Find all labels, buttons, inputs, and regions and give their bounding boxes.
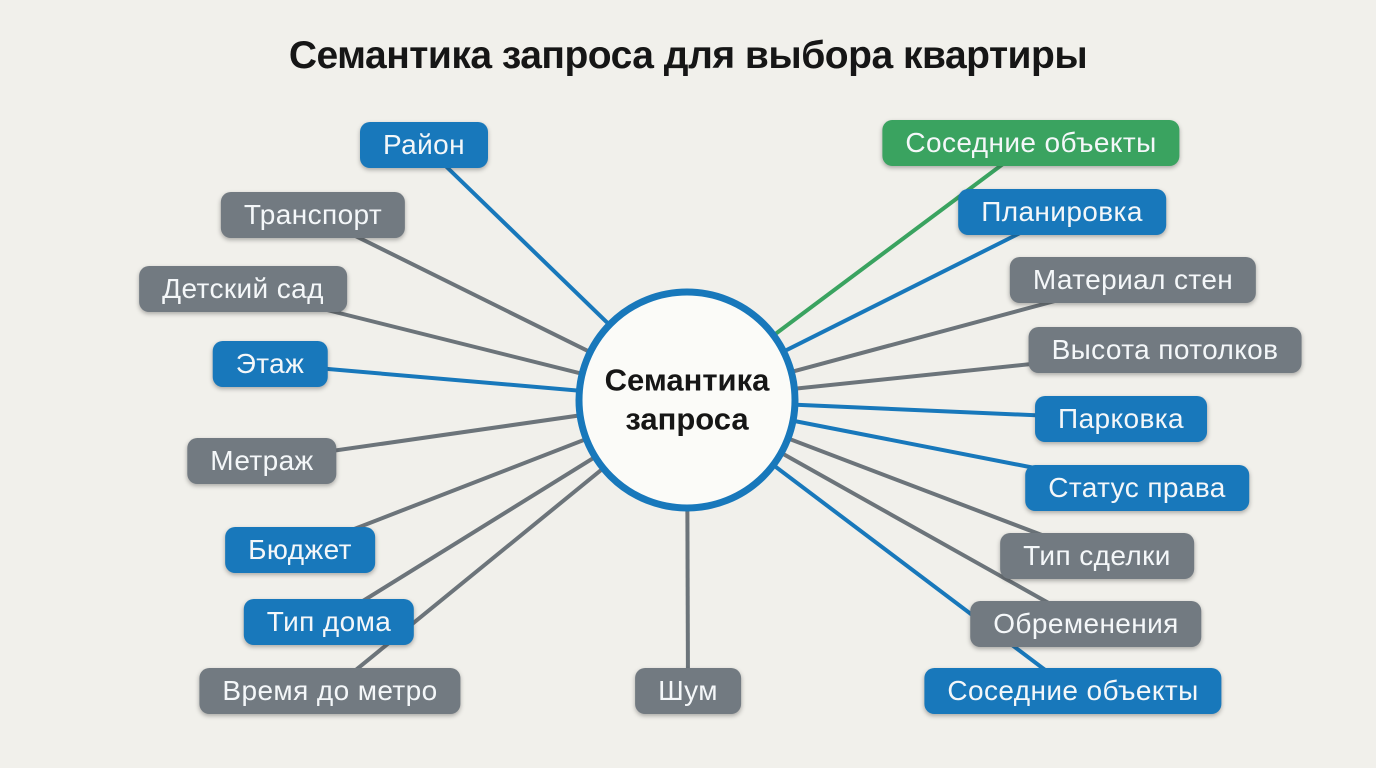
center-label-line2: запроса bbox=[625, 401, 749, 436]
node-floor: Этаж bbox=[212, 341, 328, 387]
node-time-to-metro: Время до метро bbox=[199, 668, 461, 714]
node-transport: Транспорт bbox=[220, 192, 406, 238]
node-nearby-objects-bottom: Соседние объекты bbox=[924, 668, 1222, 714]
node-deal-type: Тип сделки bbox=[1000, 533, 1194, 579]
node-budget: Бюджет bbox=[225, 527, 375, 573]
node-kindergarten: Детский сад bbox=[139, 266, 347, 312]
center-circle bbox=[575, 288, 799, 512]
center-node-label: Семантика запроса bbox=[605, 361, 770, 439]
node-ceiling-height: Высота потолков bbox=[1028, 327, 1302, 373]
node-house-type: Тип дома bbox=[243, 599, 415, 645]
center-label-line1: Семантика bbox=[604, 362, 770, 398]
page-title: Семантика запроса для выбора квартиры bbox=[288, 34, 1088, 77]
node-wall-material: Материал стен bbox=[1009, 257, 1257, 303]
node-parking: Парковка bbox=[1035, 396, 1207, 442]
node-ownership-status: Статус права bbox=[1025, 465, 1249, 511]
node-layout: Планировка bbox=[958, 189, 1166, 235]
node-nearby-objects-top: Соседние объекты bbox=[882, 120, 1180, 166]
node-area: Метраж bbox=[187, 438, 337, 484]
node-district: Район bbox=[360, 122, 488, 168]
node-encumbrances: Обременения bbox=[970, 601, 1202, 647]
node-noise: Шум bbox=[635, 668, 741, 714]
